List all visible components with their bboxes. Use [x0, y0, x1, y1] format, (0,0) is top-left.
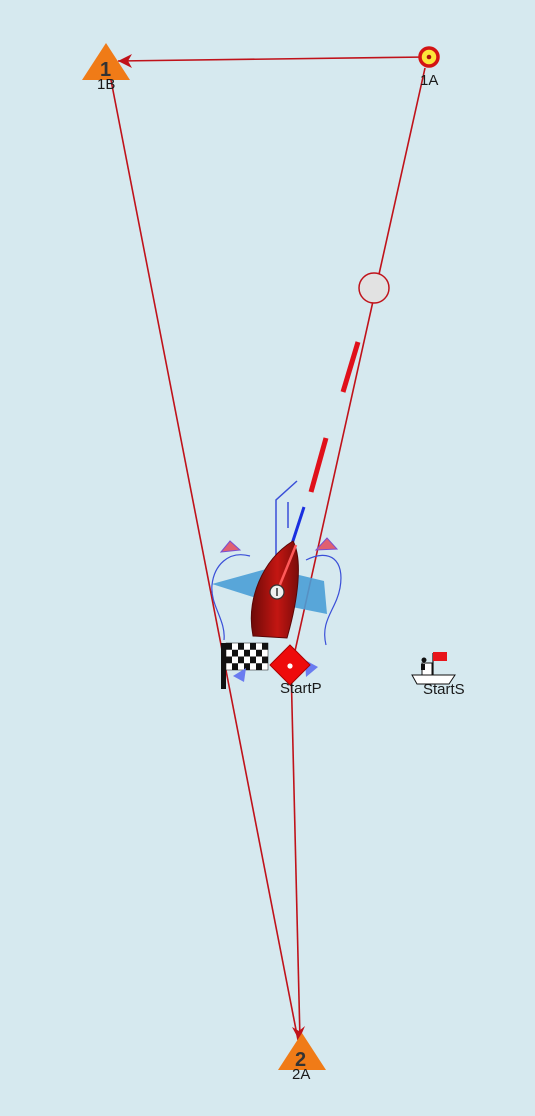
starboard-track [305, 554, 342, 646]
waypoint-circle[interactable] [358, 272, 390, 304]
mark-1[interactable]: 1 1B [82, 43, 130, 93]
finish-flag[interactable] [221, 642, 318, 689]
arrowhead-icon [118, 54, 132, 68]
mark-2-number: 2 [295, 1049, 306, 1071]
leg-1a-to-2 [292, 67, 426, 661]
wind-arrow-icon [275, 480, 298, 555]
start-pin-mark[interactable]: StartP [269, 644, 322, 697]
triangle-mark-icon [82, 43, 130, 80]
committee-boat[interactable]: StartS [411, 652, 465, 698]
mark-1a[interactable]: 1A [418, 46, 440, 89]
laser-marker [233, 668, 246, 682]
leg-1-to-2 [109, 74, 299, 1041]
committee-boat-icon [411, 652, 456, 685]
leg-1a-to-1 [117, 56, 429, 62]
port-telltale [219, 540, 242, 553]
leg-startp-to-2 [290, 664, 301, 1041]
arrowhead-icon [292, 1026, 305, 1040]
checkered-flag-icon [225, 642, 269, 671]
mark-1-number: 1 [100, 59, 111, 81]
mast-line [275, 544, 298, 593]
triangle-mark-icon [278, 1033, 326, 1070]
heading-dashes [308, 341, 361, 493]
port-track [211, 554, 251, 641]
start-pin-label: StartP [280, 680, 322, 697]
course-lines [109, 56, 429, 1041]
starboard-telltale [314, 537, 339, 551]
player-boat[interactable] [250, 540, 299, 639]
mark-1-label: 1B [97, 76, 115, 93]
mark-2-label: 2A [292, 1066, 310, 1083]
mark-1a-label: 1A [420, 72, 438, 89]
flag-pole [221, 643, 226, 689]
mark-2[interactable]: 2 2A [278, 1033, 326, 1083]
start-boat-label: StartS [423, 681, 465, 698]
